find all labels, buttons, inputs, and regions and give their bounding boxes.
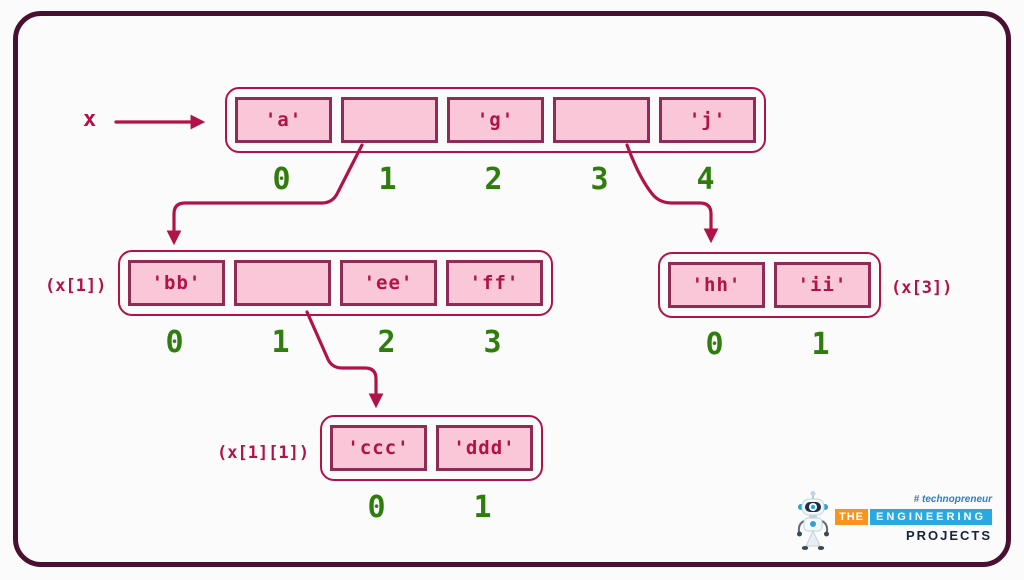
- index-label: 0: [705, 327, 724, 362]
- cell-j: 'j': [659, 97, 756, 143]
- cell-ref-x3: [553, 97, 650, 143]
- logo-word-the: THE: [835, 509, 868, 525]
- cell-ee: 'ee': [340, 260, 437, 306]
- index-label: 1: [378, 162, 397, 197]
- index-label: 2: [484, 162, 503, 197]
- cell-ref-x11: [234, 260, 331, 306]
- cell-ccc: 'ccc': [330, 425, 427, 471]
- index-label: 0: [272, 162, 291, 197]
- cell-ddd: 'ddd': [436, 425, 533, 471]
- cell-bb: 'bb': [128, 260, 225, 306]
- cell-g: 'g': [447, 97, 544, 143]
- cell-ref-x1: [341, 97, 438, 143]
- logo-tagline: # technopreneur: [913, 494, 993, 505]
- label-x3: (x[3]): [891, 278, 953, 298]
- index-label: 0: [165, 325, 184, 360]
- index-label: 0: [367, 490, 386, 525]
- list-x3: 'hh' 'ii' 0 1: [658, 252, 881, 362]
- list-top: 'a' 'g' 'j' 0 1 2 3 4: [225, 87, 766, 197]
- brand-logo: # technopreneur THE ENGINEERING PROJECTS: [796, 489, 993, 553]
- label-x1: (x[1]): [45, 276, 107, 296]
- cell-ff: 'ff': [446, 260, 543, 306]
- index-label: 2: [377, 325, 396, 360]
- logo-word-engineering: ENGINEERING: [870, 509, 993, 525]
- list-x11-box: 'ccc' 'ddd': [320, 415, 543, 481]
- index-label: 4: [696, 162, 715, 197]
- index-label: 3: [590, 162, 609, 197]
- list-x1-indices: 0 1 2 3: [118, 325, 553, 360]
- cell-hh: 'hh': [668, 262, 765, 308]
- list-x1: 'bb' 'ee' 'ff' 0 1 2 3: [118, 250, 553, 360]
- outer-border: [13, 11, 1011, 567]
- robot-icon: [797, 491, 829, 550]
- logo-word-projects: PROJECTS: [905, 528, 993, 543]
- index-label: 1: [473, 490, 492, 525]
- variable-x-label: x: [83, 107, 97, 132]
- index-label: 1: [811, 327, 830, 362]
- logo-text: # technopreneur THE ENGINEERING PROJECTS: [835, 494, 993, 543]
- list-x11: 'ccc' 'ddd' 0 1: [320, 415, 543, 525]
- logo-band: THE ENGINEERING: [835, 509, 993, 525]
- index-label: 1: [271, 325, 290, 360]
- list-x1-box: 'bb' 'ee' 'ff': [118, 250, 553, 316]
- index-label: 3: [483, 325, 502, 360]
- cell-ii: 'ii': [774, 262, 871, 308]
- cell-a: 'a': [235, 97, 332, 143]
- list-x3-indices: 0 1: [658, 327, 881, 362]
- list-x3-box: 'hh' 'ii': [658, 252, 881, 318]
- list-x11-indices: 0 1: [320, 490, 543, 525]
- label-x11: (x[1][1]): [217, 443, 310, 463]
- list-top-box: 'a' 'g' 'j': [225, 87, 766, 153]
- list-top-indices: 0 1 2 3 4: [225, 162, 766, 197]
